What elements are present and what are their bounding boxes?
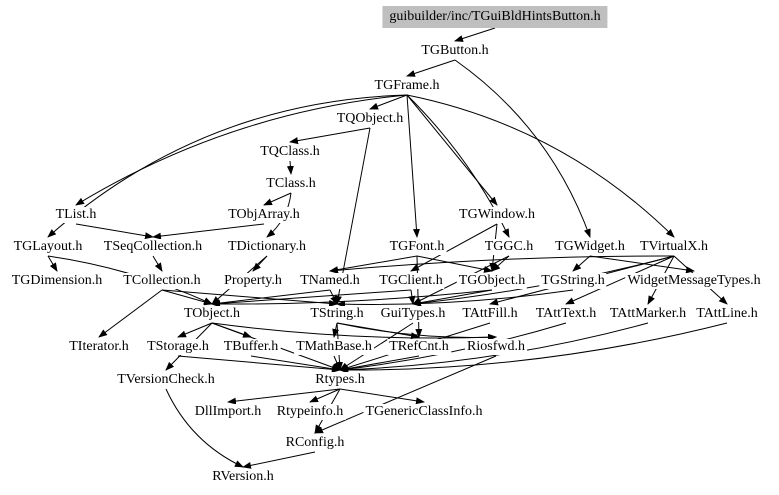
include-edge [406,94,498,206]
graph-node[interactable]: TSeqCollection.h [101,239,205,255]
include-edge [565,255,675,305]
include-edge [454,27,496,42]
graph-node[interactable]: TStorage.h [145,339,211,355]
include-edge [263,192,292,206]
include-edge [339,322,567,373]
include-edge [152,255,163,272]
include-edge [211,289,493,308]
include-edge [329,255,675,274]
include-edge [75,94,408,206]
graph-node[interactable]: RVersion.h [210,469,276,485]
include-edge [369,94,408,110]
include-edge [250,355,341,373]
include-edge [211,289,412,307]
include-edge [211,322,497,341]
include-edge [454,59,591,238]
graph-node[interactable]: TMathBase.h [294,339,374,355]
graph-node[interactable]: Rtypes.h [313,372,367,388]
graph-node[interactable]: Riosfwd.h [465,339,527,355]
graph-node[interactable]: TObject.h [181,306,243,322]
graph-node[interactable]: TClass.h [264,176,318,192]
include-edge [329,255,418,274]
include-edge [406,94,420,238]
include-edge [47,255,58,272]
graph-node[interactable]: TVersionCheck.h [115,372,217,388]
graph-node[interactable]: TIterator.h [67,339,131,355]
graph-node[interactable]: TNamed.h [298,273,362,289]
include-edge [339,355,420,373]
include-edge [339,388,425,405]
graph-node[interactable]: TVirtualX.h [638,239,710,255]
graph-node[interactable]: TGObject.h [456,273,528,289]
graph-node[interactable]: TGDimension.h [9,273,105,289]
graph-node[interactable]: TCollection.h [121,273,203,289]
include-edge [406,59,456,77]
graph-node[interactable]: TGString.h [539,273,607,289]
include-edge [98,289,163,338]
graph-node[interactable]: TObjArray.h [226,207,302,223]
include-edge [152,223,265,240]
graph-node[interactable]: GuiTypes.h [378,306,448,322]
graph-node[interactable]: TQClass.h [258,144,322,160]
graph-node[interactable]: TList.h [53,207,99,223]
include-edge [47,94,408,238]
graph-node[interactable]: Property.h [222,273,284,289]
include-edge [336,322,497,341]
include-edge [416,255,493,273]
graph-node[interactable]: TString.h [308,306,366,322]
graph-node[interactable]: TGFrame.h [372,78,442,94]
include-edge [286,160,294,175]
include-edge [314,355,497,434]
include-edge [406,94,675,238]
graph-node[interactable]: TGClient.h [377,273,445,289]
graph-node[interactable]: TGWidget.h [553,239,627,255]
graph-node[interactable]: TRefCnt.h [387,339,451,355]
include-edge [75,223,154,240]
graph-node[interactable]: WidgetMessageTypes.h [625,273,763,289]
graph-node[interactable]: TAttLine.h [694,306,760,322]
graph-node[interactable]: Rtypeinfo.h [274,404,346,420]
graph-node[interactable]: TGGC.h [482,239,536,255]
graph-node[interactable]: TGLayout.h [11,239,85,255]
include-edge [339,322,649,374]
root-node: guibuilder/inc/TGuiBldHintsButton.h [382,6,608,28]
include-edge [339,322,728,374]
graph-node[interactable]: TGenericClassInfo.h [363,404,485,420]
graph-node[interactable]: TAttMarker.h [607,306,689,322]
graph-node[interactable]: RConfig.h [283,435,347,451]
include-edge [227,388,341,405]
graph-node[interactable]: TDictionary.h [225,239,309,255]
include-edge [572,255,591,272]
graph-node[interactable]: TGButton.h [419,43,491,59]
include-edge [165,388,244,468]
include-edge [589,255,695,274]
graph-node[interactable]: DllImport.h [192,404,264,420]
include-edge [289,127,371,145]
include-edge [336,289,574,308]
graph-node[interactable]: TAttFill.h [460,306,520,322]
graph-node[interactable]: TGFont.h [387,239,447,255]
graph-node[interactable]: TBuffer.h [221,339,281,355]
include-edge [177,355,341,373]
include-edge [211,289,331,307]
graph-node[interactable]: TQObject.h [334,111,406,127]
include-edge [412,289,493,307]
include-edge [177,322,213,338]
include-edge [410,223,498,272]
graph-node[interactable]: TAttText.h [533,306,599,322]
include-edge [309,388,341,403]
graph-node[interactable]: TGWindow.h [457,207,537,223]
include-edge [242,451,316,469]
